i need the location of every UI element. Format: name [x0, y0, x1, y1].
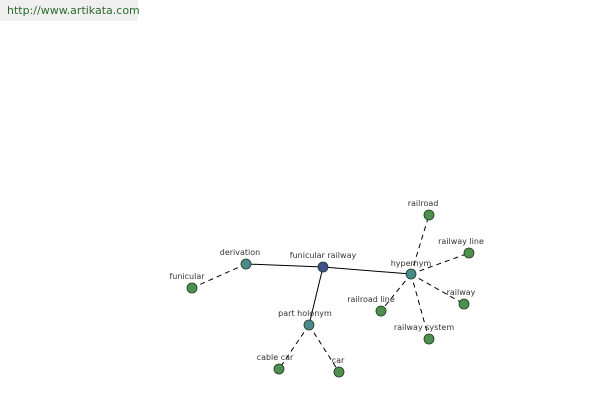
node-label-cable-car[interactable]: cable car [257, 353, 294, 362]
node-railway-system[interactable] [423, 333, 435, 345]
edge-funicular-railway-to-derivation [245, 263, 324, 268]
node-funicular-railway[interactable] [317, 261, 329, 273]
node-cable-car[interactable] [273, 363, 285, 375]
edge-funicular-railway-to-hypernym [322, 266, 412, 275]
edge-part-holonym-to-cable-car [278, 324, 310, 370]
edges-layer [191, 214, 470, 373]
node-railway[interactable] [458, 298, 470, 310]
node-part-holonym[interactable] [303, 319, 315, 331]
node-label-part-holonym[interactable]: part holonym [278, 309, 332, 318]
node-car[interactable] [333, 366, 345, 378]
node-label-railroad-line[interactable]: railroad line [347, 295, 395, 304]
edge-hypernym-to-railroad-line [380, 273, 412, 312]
node-label-hypernym[interactable]: hypernym [391, 259, 432, 268]
node-label-railway-line[interactable]: railway line [438, 237, 484, 246]
edge-funicular-railway-to-part-holonym [308, 266, 324, 326]
edge-derivation-to-funicular [191, 263, 247, 289]
site-url[interactable]: http://www.artikata.com [0, 0, 140, 21]
node-label-funicular-railway[interactable]: funicular railway [290, 251, 357, 260]
node-railroad-line[interactable] [375, 305, 387, 317]
node-railway-line[interactable] [463, 247, 475, 259]
edge-hypernym-to-railway-line [410, 252, 470, 275]
labels-layer: funicular railway derivation hypernym part … [169, 199, 484, 365]
edge-part-holonym-to-car [308, 324, 340, 373]
node-derivation[interactable] [240, 258, 252, 270]
node-label-funicular[interactable]: funicular [169, 272, 205, 281]
node-label-railway-system[interactable]: railway system [394, 323, 454, 332]
nodes-layer [186, 209, 475, 378]
edge-hypernym-to-railway-system [410, 273, 430, 340]
node-hypernym[interactable] [405, 268, 417, 280]
node-label-car[interactable]: car [332, 356, 345, 365]
node-label-railway[interactable]: railway [447, 288, 476, 297]
node-label-derivation[interactable]: derivation [220, 248, 260, 257]
node-funicular[interactable] [186, 282, 198, 294]
edge-hypernym-to-railroad [410, 214, 430, 275]
node-label-railroad[interactable]: railroad [408, 199, 439, 208]
node-railroad[interactable] [423, 209, 435, 221]
edge-hypernym-to-railway [410, 273, 465, 305]
